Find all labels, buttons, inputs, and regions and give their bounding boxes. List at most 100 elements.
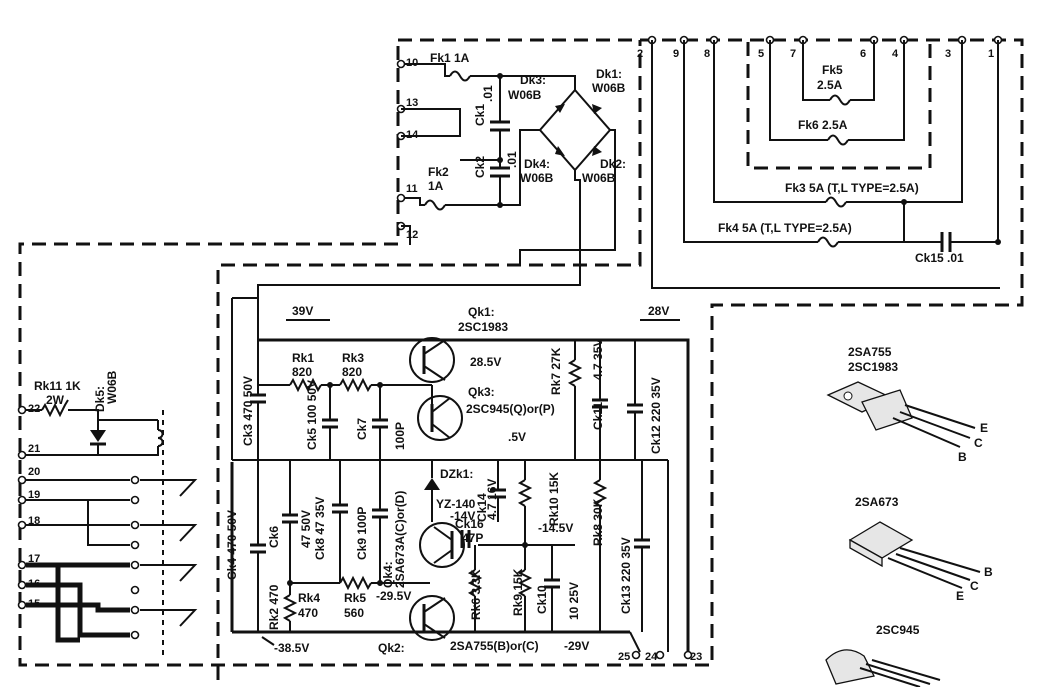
svg-text:Rk4: Rk4 bbox=[298, 591, 320, 605]
svg-text:W06B: W06B bbox=[520, 171, 554, 185]
svg-text:Dk1:: Dk1: bbox=[596, 67, 622, 81]
package-2sa673: 2SA673 B C E bbox=[848, 495, 993, 603]
svg-text:100P: 100P bbox=[393, 422, 407, 450]
fk6-fuse: Fk6 2.5A bbox=[769, 40, 905, 146]
svg-text:W06B: W06B bbox=[105, 370, 119, 404]
rk10-resistor: Rk10 15K bbox=[517, 460, 561, 545]
ck11-capacitor: Ck11 4.7 35V bbox=[591, 339, 608, 460]
svg-text:Ck6: Ck6 bbox=[267, 526, 281, 548]
ck16-capacitor: Ck16 47P bbox=[455, 517, 484, 548]
left-terminals-15-22: 22 21 20 19 18 17 16 15 bbox=[17, 403, 40, 610]
rk4-resistor: Rk4 470 bbox=[298, 591, 320, 620]
svg-text:YZ-140: YZ-140 bbox=[436, 497, 476, 511]
svg-text:Fk4 5A (T,L TYPE=2.5A): Fk4 5A (T,L TYPE=2.5A) bbox=[718, 221, 852, 235]
package-2sa755-2sc1983: 2SA755 2SC1983 E C B bbox=[826, 345, 988, 464]
svg-text:2SA673: 2SA673 bbox=[855, 495, 899, 509]
svg-text:4.7 35V: 4.7 35V bbox=[591, 339, 605, 380]
vm38-5-pointer bbox=[261, 636, 275, 646]
svg-text:470: 470 bbox=[298, 606, 318, 620]
svg-text:Ck11: Ck11 bbox=[591, 402, 605, 430]
rk9-resistor: Rk9 15K bbox=[511, 545, 533, 632]
left-terminals-10-14: 10 13 14 11 12 bbox=[396, 57, 461, 245]
rk8-resistor: Rk8 30K bbox=[591, 460, 608, 632]
rk7-resistor: Rk7 27K bbox=[549, 340, 583, 460]
svg-text:Ck1: Ck1 bbox=[473, 104, 487, 126]
svg-text:23: 23 bbox=[690, 651, 702, 663]
svg-text:Ck7: Ck7 bbox=[355, 418, 369, 440]
svg-text:Ck5 100 50V: Ck5 100 50V bbox=[305, 380, 319, 450]
svg-text:Fk2: Fk2 bbox=[428, 165, 449, 179]
svg-text:W06B: W06B bbox=[592, 81, 626, 95]
svg-text:2W: 2W bbox=[46, 393, 65, 407]
svg-text:Ck2: Ck2 bbox=[473, 156, 487, 178]
svg-text:2SC1983: 2SC1983 bbox=[848, 360, 898, 374]
relay-contacts bbox=[26, 475, 198, 643]
svg-text:Ck3 470 50V: Ck3 470 50V bbox=[241, 376, 255, 446]
vm14-5-label: -14.5V bbox=[478, 521, 575, 548]
svg-text:Fk1 1A: Fk1 1A bbox=[430, 51, 470, 65]
svg-text:Ck13 220 35V: Ck13 220 35V bbox=[619, 537, 633, 614]
svg-text:2: 2 bbox=[637, 48, 643, 60]
svg-text:W06B: W06B bbox=[582, 171, 616, 185]
fk3-fuse: Fk3 5A (T,L TYPE=2.5A) bbox=[713, 40, 963, 208]
rk2-resistor: Rk2 470 bbox=[267, 580, 298, 632]
svg-text:.01: .01 bbox=[505, 151, 519, 168]
svg-text:13: 13 bbox=[406, 97, 418, 109]
svg-text:Rk7 27K: Rk7 27K bbox=[549, 347, 563, 395]
svg-text:Dk3:: Dk3: bbox=[520, 73, 546, 87]
svg-text:28V: 28V bbox=[648, 304, 669, 318]
svg-text:19: 19 bbox=[28, 489, 40, 501]
svg-text:2SC945(Q)or(P): 2SC945(Q)or(P) bbox=[466, 402, 555, 416]
svg-text:24: 24 bbox=[645, 651, 658, 663]
svg-text:47 50V: 47 50V bbox=[299, 510, 313, 548]
bridge-rectifier: Dk1: W06B Dk3: W06B Dk4: W06B Dk2: W06B bbox=[257, 67, 626, 340]
ck5-capacitor: Ck5 100 50V bbox=[305, 380, 338, 460]
ck15-capacitor: Ck15 .01 bbox=[904, 40, 1001, 265]
svg-text:Qk4:: Qk4: bbox=[381, 561, 395, 588]
svg-text:560: 560 bbox=[344, 606, 364, 620]
svg-text:7: 7 bbox=[790, 48, 796, 60]
svg-text:Fk3 5A (T,L TYPE=2.5A): Fk3 5A (T,L TYPE=2.5A) bbox=[785, 181, 919, 195]
bottom-terminals: 25 24 23 bbox=[618, 460, 702, 663]
rk6-resistor: Rk6 3.3K bbox=[467, 545, 483, 632]
svg-text:2SC1983: 2SC1983 bbox=[458, 320, 508, 334]
svg-text:C: C bbox=[970, 579, 979, 593]
svg-text:-29.5V: -29.5V bbox=[376, 589, 411, 603]
svg-text:2SA755: 2SA755 bbox=[848, 345, 892, 359]
ck13-capacitor: Ck13 220 35V bbox=[619, 460, 650, 632]
svg-text:Qk2:: Qk2: bbox=[378, 641, 405, 655]
svg-text:47P: 47P bbox=[462, 531, 483, 545]
svg-text:Qk3:: Qk3: bbox=[468, 385, 495, 399]
svg-text:Rk5: Rk5 bbox=[344, 591, 366, 605]
ck14-capacitor: Ck14 4.7 16V bbox=[475, 460, 506, 522]
svg-text:Ck12 220 35V: Ck12 220 35V bbox=[649, 377, 663, 454]
svg-text:DZk1:: DZk1: bbox=[440, 467, 473, 481]
rk11-resistor: Rk11 1K 2W bbox=[26, 379, 158, 421]
svg-text:Rk10 15K: Rk10 15K bbox=[547, 472, 561, 526]
svg-text:Rk9 15K: Rk9 15K bbox=[511, 568, 525, 616]
svg-text:Ck4 470 50V: Ck4 470 50V bbox=[225, 510, 239, 580]
svg-text:1A: 1A bbox=[428, 179, 444, 193]
svg-text:1: 1 bbox=[988, 48, 994, 60]
svg-text:E: E bbox=[956, 589, 964, 603]
svg-text:2SA755(B)or(C): 2SA755(B)or(C) bbox=[450, 639, 539, 653]
svg-text:B: B bbox=[958, 450, 967, 464]
dzk1-zener: DZk1: YZ-140 bbox=[424, 460, 476, 522]
rk5-resistor: Rk5 560 -29.5V bbox=[290, 575, 430, 620]
package-2sc945: 2SC945 bbox=[825, 623, 941, 687]
svg-text:4.7 16V: 4.7 16V bbox=[485, 479, 499, 520]
svg-text:B: B bbox=[984, 565, 993, 579]
svg-text:17: 17 bbox=[28, 553, 40, 565]
svg-text:5: 5 bbox=[758, 48, 764, 60]
svg-text:820: 820 bbox=[342, 365, 362, 379]
svg-text:-14V: -14V bbox=[450, 509, 475, 523]
dashed-enclosures bbox=[18, 38, 1024, 680]
ck3-capacitor: Ck3 470 50V bbox=[241, 340, 266, 460]
ck2-capacitor: Ck2 .01 bbox=[460, 151, 519, 205]
fk4-fuse: Fk4 5A (T,L TYPE=2.5A) bbox=[683, 40, 905, 248]
svg-text:Ck14: Ck14 bbox=[475, 493, 489, 522]
ck9-capacitor: Ck9 100P bbox=[355, 460, 388, 583]
svg-text:39V: 39V bbox=[292, 304, 313, 318]
svg-text:25: 25 bbox=[618, 651, 630, 663]
